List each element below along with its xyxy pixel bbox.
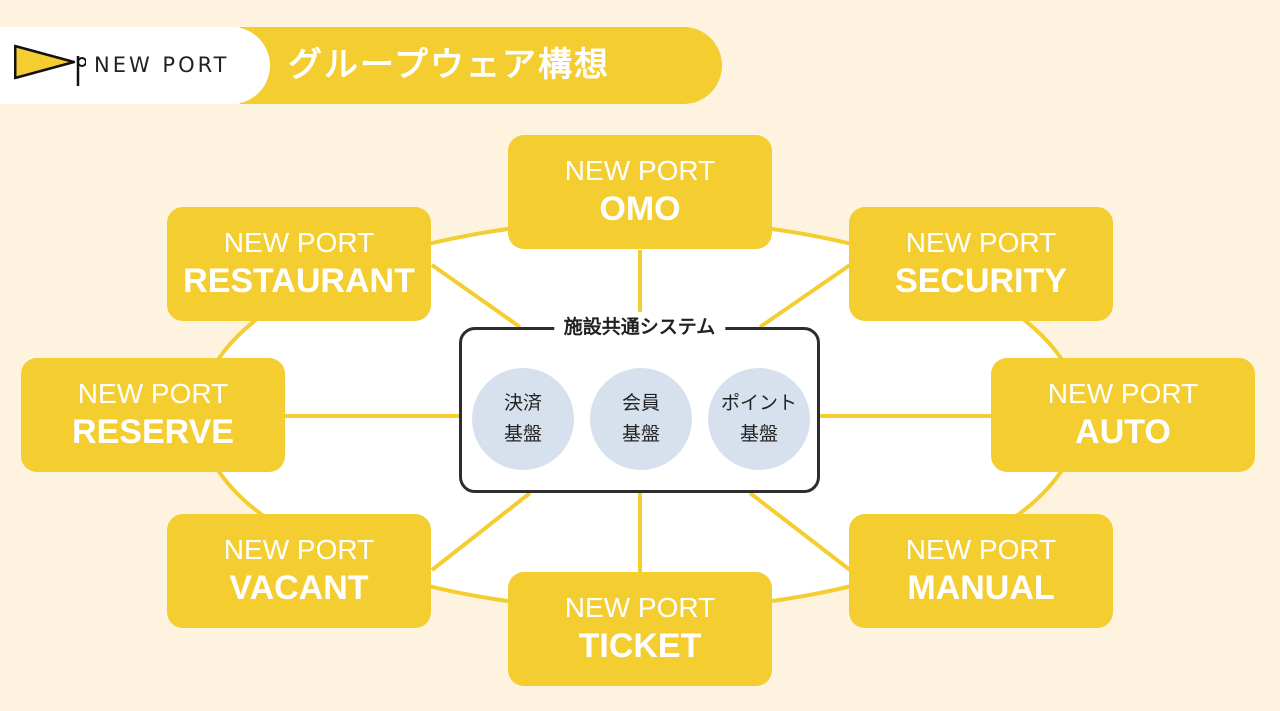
connector-vacant bbox=[430, 491, 532, 572]
product-node-ticket: NEW PORT TICKET bbox=[508, 572, 772, 686]
product-name: RESTAURANT bbox=[183, 262, 415, 300]
module-label: 決済 bbox=[503, 392, 542, 414]
logo-text: NEW PORT bbox=[94, 53, 230, 77]
product-node-vacant: NEW PORT VACANT bbox=[167, 514, 431, 628]
product-prefix: NEW PORT bbox=[564, 155, 716, 186]
product-name: RESERVE bbox=[72, 413, 234, 451]
module-label: 会員 bbox=[621, 392, 660, 414]
connector-manual bbox=[748, 491, 852, 572]
module-payment: 決済 基盤 bbox=[472, 368, 574, 470]
product-prefix: NEW PORT bbox=[1047, 378, 1199, 409]
product-node-omo: NEW PORT OMO bbox=[508, 135, 772, 249]
product-name: VACANT bbox=[229, 569, 369, 607]
product-name: SECURITY bbox=[895, 262, 1067, 300]
product-node-security: NEW PORT SECURITY bbox=[849, 207, 1113, 321]
product-name: TICKET bbox=[578, 627, 702, 665]
new-port-logo: NEW PORT bbox=[14, 44, 230, 86]
module-label: ポイント bbox=[720, 392, 797, 414]
module-membership: 会員 基盤 bbox=[590, 368, 692, 470]
header-title-banner bbox=[240, 27, 722, 104]
product-node-auto: NEW PORT AUTO bbox=[991, 358, 1255, 472]
page-title: グループウェア構想 bbox=[288, 45, 610, 85]
module-label: 基盤 bbox=[739, 423, 778, 445]
product-prefix: NEW PORT bbox=[564, 592, 716, 623]
connector-security bbox=[758, 263, 852, 329]
product-node-manual: NEW PORT MANUAL bbox=[849, 514, 1113, 628]
product-name: AUTO bbox=[1075, 413, 1171, 451]
module-points: ポイント 基盤 bbox=[708, 368, 810, 470]
product-prefix: NEW PORT bbox=[905, 227, 1057, 258]
core-system-title: 施設共通システム bbox=[553, 312, 726, 339]
product-node-reserve: NEW PORT RESERVE bbox=[21, 358, 285, 472]
product-prefix: NEW PORT bbox=[223, 227, 375, 258]
module-label: 基盤 bbox=[621, 423, 660, 445]
product-name: OMO bbox=[599, 190, 681, 228]
core-system-box: 施設共通システム 決済 基盤 会員 基盤 ポイント 基盤 bbox=[459, 312, 820, 493]
product-node-restaurant: NEW PORT RESTAURANT bbox=[167, 207, 431, 321]
connector-restaurant bbox=[430, 263, 522, 329]
product-name: MANUAL bbox=[907, 569, 1055, 607]
flag-logo-icon bbox=[14, 44, 86, 86]
product-prefix: NEW PORT bbox=[905, 534, 1057, 565]
module-label: 基盤 bbox=[503, 423, 542, 445]
product-prefix: NEW PORT bbox=[223, 534, 375, 565]
product-prefix: NEW PORT bbox=[77, 378, 229, 409]
